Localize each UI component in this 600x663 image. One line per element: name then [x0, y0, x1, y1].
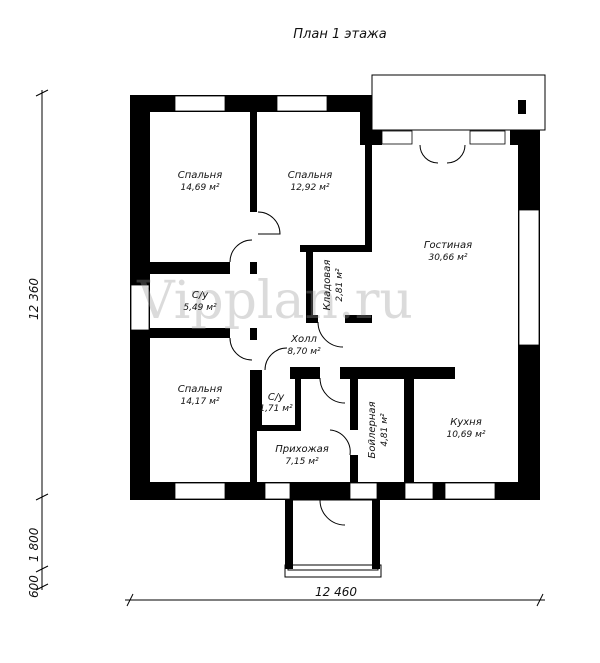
- room-name: Гостиная: [424, 240, 472, 251]
- watermark: Vipplan.ru: [136, 271, 413, 331]
- room-name: С/у: [268, 392, 285, 403]
- room-area: 8,70 м²: [287, 347, 321, 357]
- interior-walls: [150, 112, 455, 569]
- room-labels: Спальня 14,69 м² Спальня 12,92 м² Гостин…: [178, 170, 486, 467]
- room-name: Кладовая: [322, 260, 333, 311]
- dimension-height-step: 600: [27, 575, 41, 598]
- room-name: Спальня: [288, 170, 333, 181]
- dimension-height-main: 12 360: [27, 278, 41, 320]
- room-area: 30,66 м²: [428, 253, 467, 263]
- room-area: 5,49 м²: [183, 303, 217, 313]
- terrace-post: [518, 100, 526, 114]
- room-name: Холл: [290, 334, 317, 345]
- room-area: 14,69 м²: [180, 183, 219, 193]
- room-area: 12,92 м²: [290, 183, 329, 193]
- room-name: Бойлерная: [367, 401, 378, 458]
- doors: [229, 144, 466, 526]
- room-name: Кухня: [450, 417, 482, 428]
- dimension-lines: [35, 89, 545, 607]
- dimension-width-total: 12 460: [315, 585, 357, 599]
- room-area: 2,81 м²: [335, 268, 345, 302]
- porch: [287, 499, 379, 571]
- plan-title: План 1 этажа: [293, 27, 386, 42]
- room-area: 4,81 м²: [380, 413, 390, 447]
- porch-step: [284, 564, 382, 578]
- room-name: Спальня: [178, 384, 223, 395]
- room-name: Спальня: [178, 170, 223, 181]
- room-area: 10,69 м²: [446, 430, 485, 440]
- windows: [130, 95, 540, 500]
- dimension-height-porch: 1 800: [27, 527, 41, 562]
- room-name: С/у: [192, 290, 209, 301]
- room-name: Прихожая: [275, 444, 329, 455]
- room-area: 7,15 м²: [285, 457, 319, 467]
- room-area: 1,71 м²: [259, 404, 293, 414]
- room-area: 14,17 м²: [180, 397, 219, 407]
